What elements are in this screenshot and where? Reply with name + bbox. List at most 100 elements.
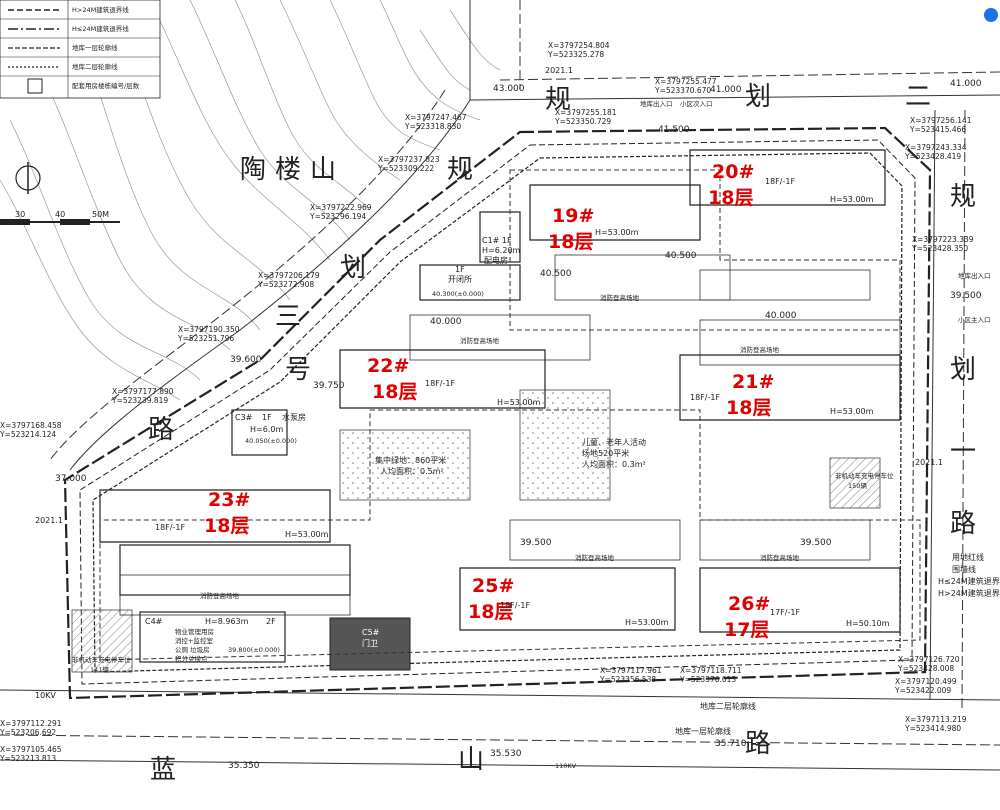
elev-13: 35.350 <box>228 761 260 771</box>
scale-tick-40: 40 <box>55 210 65 219</box>
land-line-label: 用地红线 <box>952 552 984 562</box>
ancillary-c2: 1F 开闭所 40.300(±0.000) <box>432 265 484 298</box>
ev-west-line-0: 非机动车充电停车位 <box>72 655 131 664</box>
fire-site-4: 消防登高场地 <box>200 591 240 600</box>
building-21-spec: 18F/-1F <box>690 393 720 402</box>
link-icon[interactable] <box>984 8 998 22</box>
road-edges <box>0 0 1000 771</box>
coord-15: Y=523296.194 <box>309 212 366 221</box>
coord-36: X=3797112.291 <box>0 719 62 728</box>
garage-entry-north: 地库出入口 <box>640 99 673 108</box>
fire-site-1: 消防登高场地 <box>600 293 640 302</box>
building-21-number: 21# <box>732 371 774 393</box>
coord-0: X=3797254.804 <box>548 41 610 50</box>
elev-0: 43.000 <box>493 84 525 94</box>
ev-west-line-1: 141辆 <box>90 665 109 674</box>
c4-floors: 2F <box>266 617 276 626</box>
building-21-floors: 18层 <box>726 397 771 419</box>
coord-30: X=3797117.961 <box>600 666 662 675</box>
elev-2: 41.000 <box>950 79 982 89</box>
building-22-height: H=53.00m <box>497 398 541 407</box>
c1-name: 配电房 <box>484 255 508 265</box>
play-line-1: 场地520平米 <box>582 448 629 458</box>
legend-item-4: 配套用房楼栋编号/层数 <box>72 81 140 90</box>
building-20-floors: 18层 <box>708 187 753 209</box>
building-23-floors: 18层 <box>204 515 249 537</box>
setback-lo-label: H≤24M建筑退界线 <box>938 576 1000 586</box>
ancillary-c3: C3# 1F 水泵房 H=6.0m 40.050(±0.000) <box>235 412 306 445</box>
elev-1: 41.000 <box>710 85 742 95</box>
fire-site-2: 消防登高场地 <box>460 336 500 345</box>
building-26: 26# 17层 17F/-1F H=50.10m <box>724 593 890 641</box>
north-arrow-icon <box>15 162 41 194</box>
road-char-0: 陶 <box>240 155 266 185</box>
legend: H>24M建筑退界线 H≤24M建筑退界线 地库一层轮廓线 地库二层轮廓线 配套… <box>0 0 161 99</box>
c4-line-0: 物业管理用房 <box>175 627 214 636</box>
coord-3: Y=523370.670 <box>654 86 711 95</box>
central-green-area <box>339 429 471 501</box>
c4-elev: 39.800(±0.000) <box>228 646 280 654</box>
north-char-0: 规 <box>545 85 571 115</box>
coord-37: Y=523206.692 <box>0 728 56 737</box>
building-22: 22# 18层 18F/-1F H=53.00m <box>367 355 541 407</box>
ev-parking-west-area <box>71 609 133 673</box>
c3-elev: 40.050(±0.000) <box>245 437 297 445</box>
scale-tick-30: 30 <box>15 210 25 219</box>
elev-3: 40.500 <box>665 251 697 261</box>
building-22-spec: 18F/-1F <box>425 379 455 388</box>
road-name-south: 蓝 山 路 <box>150 729 771 785</box>
elev-7: 39.750 <box>313 381 345 391</box>
c4-line-2: 公厕 垃圾房 <box>175 645 210 654</box>
road-char-5: 三 <box>275 302 301 332</box>
building-22-number: 22# <box>367 355 409 377</box>
garage-outline2-label: 地库二层轮廓线 <box>700 701 756 711</box>
east-char-3: 路 <box>950 509 976 539</box>
elev-6: 39.500 <box>950 291 982 301</box>
building-23: 23# 18层 18F/-1F H=53.00m <box>155 489 329 539</box>
coord-2: X=3797255.477 <box>655 77 717 86</box>
coord-13: Y=523309.222 <box>377 164 434 173</box>
coord-6: X=3797256.141 <box>910 116 972 125</box>
coord-20: X=3797190.350 <box>178 325 240 334</box>
coord-35: Y=523414.980 <box>904 724 961 733</box>
coord-29: Y=523422.009 <box>894 686 951 695</box>
coord-5: Y=523350.729 <box>554 117 611 126</box>
coord-27: Y=523428.008 <box>897 664 954 673</box>
road-char-6: 号 <box>285 355 311 385</box>
south-char-2: 路 <box>745 729 771 759</box>
play-line-2: 人均面积：0.3m² <box>582 459 646 469</box>
legend-item-3: 地库二层轮廓线 <box>72 62 118 71</box>
building-21: 21# 18层 18F/-1F H=53.00m <box>690 371 874 419</box>
building-25-height: H=53.00m <box>625 618 669 627</box>
coordinate-labels: X=3797254.804 Y=523325.278 X=3797255.477… <box>0 41 974 763</box>
east-char-1: 划 <box>950 355 976 385</box>
coord-21: Y=523251.796 <box>177 334 234 343</box>
east-char-0: 规 <box>950 182 976 212</box>
building-19-number: 19# <box>552 205 594 227</box>
scale-bar: 30 40 50M <box>0 210 120 225</box>
building-20-spec: 18F/-1F <box>765 177 795 186</box>
elev-11: 37.000 <box>55 474 87 484</box>
coord-31: Y=523356.538 <box>599 675 656 684</box>
coord-1: Y=523325.278 <box>547 50 604 59</box>
garage-outline-label: 地库一层轮廓线 <box>675 726 731 736</box>
coord-33: Y=523376.013 <box>679 675 736 684</box>
elev-4: 40.000 <box>430 317 462 327</box>
coord-16: X=3797223.339 <box>912 235 974 244</box>
c4-line-1: 消控+监控室 <box>175 636 213 645</box>
elev-12: 35.530 <box>490 749 522 759</box>
coord-23: Y=523239.819 <box>111 396 168 405</box>
year-stamp-north: 2021.1 <box>545 66 573 75</box>
power-110kv: 110KV <box>555 762 577 770</box>
coord-17: Y=523428.350 <box>911 244 968 253</box>
building-26-number: 26# <box>728 593 770 615</box>
building-23-number: 23# <box>208 489 250 511</box>
scale-tick-50: 50M <box>92 210 109 219</box>
building-26-floors: 17层 <box>724 619 769 641</box>
garage-outlines <box>99 169 921 661</box>
c5-name: 门卫 <box>362 638 378 648</box>
ancillary-c1: C1# 1F H=6.20m 配电房 <box>482 236 521 265</box>
green-line-0: 集中绿地：860平米 <box>375 455 446 465</box>
